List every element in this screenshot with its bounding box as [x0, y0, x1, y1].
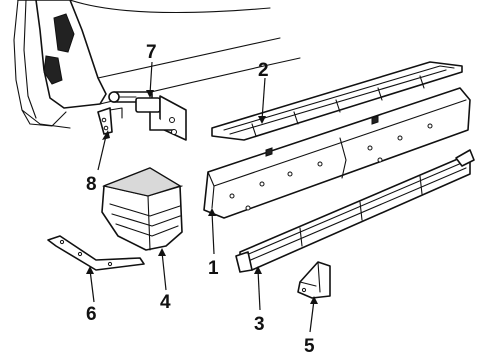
filler-strip-2 — [211, 61, 463, 141]
callout-1: 1 — [208, 258, 219, 279]
molding-strip-6 — [47, 235, 145, 271]
callout-5: 5 — [304, 336, 315, 357]
callout-6: 6 — [86, 304, 97, 325]
callout-labels: 1 2 3 4 5 6 7 8 — [86, 42, 315, 357]
energy-absorber-7 — [108, 91, 187, 141]
callout-8: 8 — [86, 174, 97, 195]
callout-4: 4 — [160, 292, 171, 313]
callout-2: 2 — [258, 60, 269, 81]
bracket-8 — [97, 107, 123, 135]
rub-strip-3 — [235, 149, 475, 273]
callout-7: 7 — [146, 42, 157, 63]
callout-3: 3 — [254, 314, 265, 335]
lamp-housing-4 — [101, 167, 183, 251]
vehicle-body-corner — [13, 0, 301, 129]
leader-lines — [86, 61, 318, 333]
bumper-face-bar-1 — [203, 87, 471, 219]
end-cap-5 — [297, 261, 331, 299]
